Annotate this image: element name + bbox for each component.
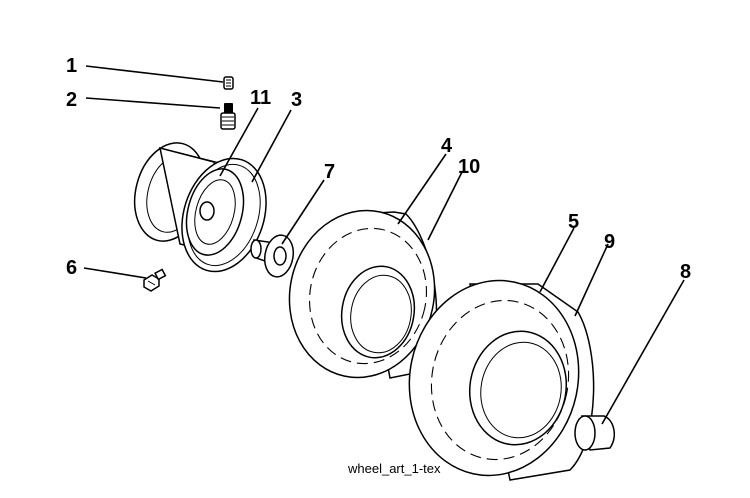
- callout-2: 2: [66, 89, 77, 111]
- callout-8: 8: [680, 261, 691, 283]
- hub-cap: [574, 415, 616, 451]
- callout-3: 3: [291, 89, 302, 111]
- callout-10: 10: [458, 156, 480, 178]
- callout-5: 5: [568, 211, 579, 233]
- valve-cap: [223, 76, 234, 90]
- callout-4: 4: [441, 135, 453, 157]
- rim-assembly: [133, 142, 267, 273]
- leader-lines: [83, 65, 685, 425]
- rear-tire: [408, 279, 595, 481]
- bushing: [250, 234, 295, 278]
- callout-labels: 1 2 11 3 6 7 4 10 5 9 8: [66, 55, 691, 283]
- figure-caption: wheel_art_1-tex: [347, 461, 441, 476]
- callout-7: 7: [324, 161, 335, 183]
- callout-1: 1: [66, 55, 77, 77]
- valve-stem: [220, 103, 236, 130]
- callout-11: 11: [250, 87, 271, 109]
- front-tire: [288, 209, 438, 379]
- callout-9: 9: [604, 231, 615, 253]
- lug-bolt: [143, 268, 167, 292]
- callout-6: 6: [66, 257, 77, 279]
